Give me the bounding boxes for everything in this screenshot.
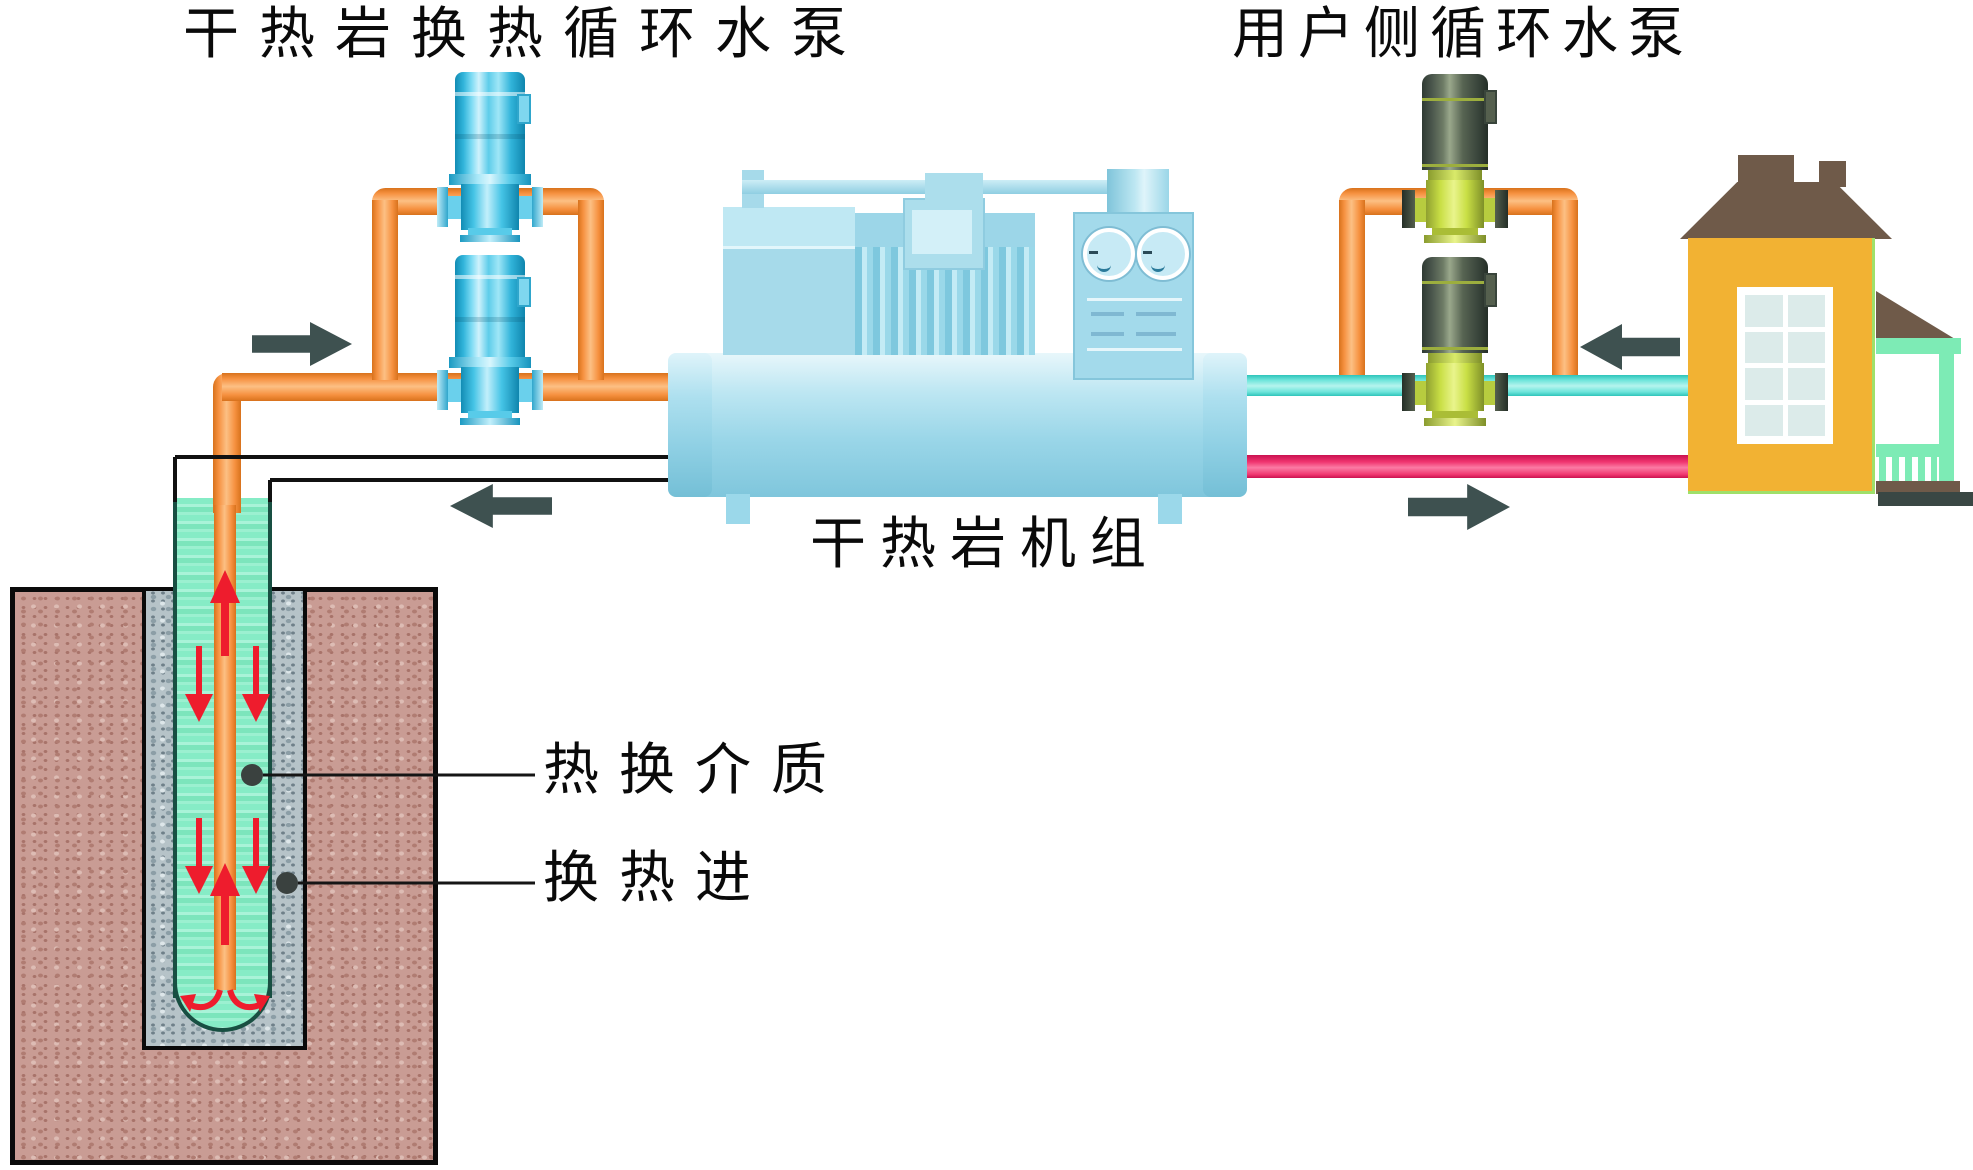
return-to-well-arrow-icon (450, 484, 552, 528)
panel-dash (1091, 332, 1124, 336)
pump-base (468, 411, 512, 419)
pump-flange (437, 370, 448, 410)
house-window (1737, 287, 1833, 444)
user-return-arrow-icon (1580, 324, 1680, 370)
unit-top-bar-block (925, 173, 983, 201)
well-wall-right (268, 480, 272, 502)
pump-flange (1402, 190, 1415, 228)
pump-stub (519, 196, 532, 219)
label-heat-exchange-medium: 热换介质 (543, 740, 847, 802)
pump-volute (461, 367, 519, 413)
pump-stub (1484, 381, 1495, 405)
window-pane (1787, 331, 1825, 363)
pump-base (460, 235, 520, 242)
well-wall-left (173, 457, 177, 502)
well-return-line-top (175, 455, 670, 459)
window-pane (1787, 295, 1825, 327)
unit-flange-left (668, 353, 712, 497)
pump-flange (532, 187, 543, 227)
pump-stub (448, 196, 461, 219)
pump-motor-base (449, 357, 531, 368)
pump-motor (455, 255, 525, 359)
unit-flange-right (1203, 353, 1247, 497)
hot-loop-riser-left-1 (372, 200, 398, 380)
supply-from-well-arrow-icon (252, 322, 352, 366)
panel-dash (1091, 312, 1124, 316)
pump-base (1432, 411, 1478, 419)
pump-junction-box (517, 277, 531, 307)
pump-stub (519, 379, 532, 402)
pump-motor (455, 72, 525, 176)
porch-post (1939, 354, 1954, 484)
label-well-loop-pump: 干热岩换热循环水泵 (183, 4, 867, 66)
pump-motor-base (1428, 353, 1482, 363)
pump-motor (1422, 74, 1488, 170)
pump-flange (437, 187, 448, 227)
label-user-loop-pump: 用户侧循环水泵 (1232, 4, 1694, 66)
well-return-line-bottom (270, 478, 670, 482)
pump-base (1432, 228, 1478, 236)
pump-flange (1495, 373, 1508, 411)
well-loop-pump-upper (437, 72, 543, 244)
unit-left-box-band (723, 207, 855, 249)
porch-balusters (1879, 457, 1937, 484)
pump-stub (448, 379, 461, 402)
unit-center-box-panel (912, 210, 972, 254)
porch-base (1878, 492, 1973, 506)
pump-base (460, 418, 520, 425)
window-pane (1745, 404, 1783, 436)
unit-foot-left (726, 494, 750, 524)
user-loop-pump-lower (1402, 255, 1508, 427)
hot-loop-riser-right-1 (1339, 200, 1365, 378)
pump-stub (1484, 198, 1495, 222)
window-pane (1787, 368, 1825, 400)
pump-base (468, 228, 512, 236)
pump-volute (461, 184, 519, 230)
label-heat-exchange-inlet: 换热进 (543, 848, 771, 910)
pump-junction-box (517, 94, 531, 124)
panel-line (1087, 348, 1182, 351)
panel-dash (1136, 312, 1176, 316)
window-pane (1745, 331, 1783, 363)
house-chimney-large (1738, 155, 1794, 187)
pump-junction-box (1484, 273, 1497, 307)
window-pane (1745, 368, 1783, 400)
porch-beam (1876, 338, 1961, 354)
unit-foot-right (1158, 494, 1182, 524)
window-pane (1787, 404, 1825, 436)
pump-volute (1426, 180, 1484, 228)
pump-base (1424, 235, 1486, 243)
gauge-icon (1083, 228, 1135, 280)
pump-motor (1422, 257, 1488, 353)
pump-base (1424, 418, 1486, 426)
hot-loop-riser-left-2 (578, 200, 604, 380)
pump-junction-box (1484, 90, 1497, 124)
hot-loop-riser-right-2 (1552, 200, 1578, 378)
well-loop-pump-lower (437, 255, 543, 427)
panel-line (1087, 298, 1182, 301)
pump-flange (1402, 373, 1415, 411)
porch-floor (1876, 481, 1960, 494)
window-pane (1745, 295, 1783, 327)
panel-dash (1136, 332, 1176, 336)
house-roof (1680, 182, 1892, 239)
pump-stub (1415, 381, 1426, 405)
unit-stack (1107, 169, 1169, 214)
user-supply-arrow-icon (1408, 484, 1510, 530)
unit-control-panel (1073, 212, 1194, 380)
pump-stub (1415, 198, 1426, 222)
pump-motor-base (449, 174, 531, 185)
gauge-icon (1137, 228, 1189, 280)
porch-railing (1876, 444, 1940, 457)
pump-volute (1426, 363, 1484, 411)
user-loop-pump-upper (1402, 72, 1508, 244)
pump-flange (1495, 190, 1508, 228)
pump-motor-base (1428, 170, 1482, 180)
pump-flange (532, 370, 543, 410)
porch-roof (1876, 291, 1955, 339)
hot-pipe-downhole (214, 505, 236, 990)
supply-pipe (1247, 455, 1695, 478)
label-unit: 干热岩机组 (810, 514, 1160, 576)
